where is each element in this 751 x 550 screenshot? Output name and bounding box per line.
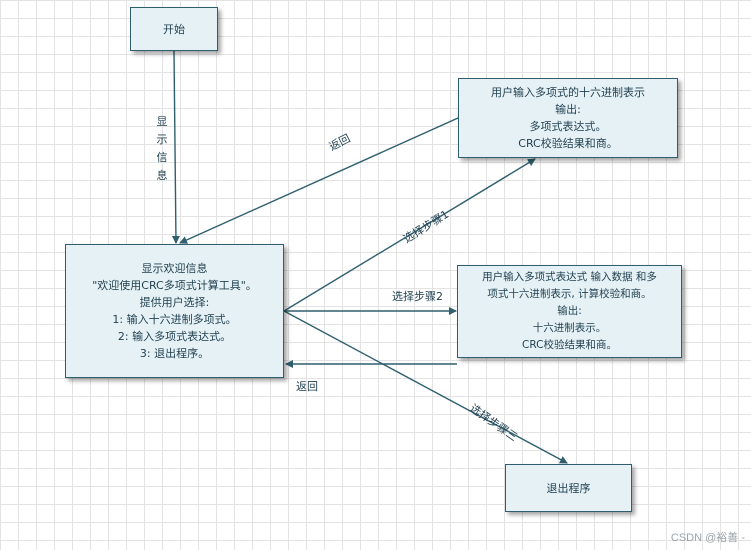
arrow-hex-return-to-welcome: [179, 117, 459, 244]
arrow-start-to-welcome: [171, 50, 180, 244]
arrow-welcome-to-hex: [283, 158, 536, 312]
edge-label-step2: 选择步骤2: [392, 290, 443, 303]
poly-line-2: 项式十六进制表示, 计算校验和商。: [487, 288, 652, 300]
welcome-line-3: 提供用户选择:: [139, 296, 210, 309]
csdn-watermark: CSDN @裕善 -: [670, 532, 745, 544]
poly-line-1: 用户输入多项式表达式 输入数据 和多: [482, 271, 657, 283]
poly-line-3: 输出:: [557, 305, 582, 317]
welcome-line-4: 1: 输入十六进制多项式。: [112, 313, 237, 326]
exit-node: 退出程序: [505, 464, 632, 512]
welcome-line-5: 2: 输入多项式表达式。: [117, 330, 232, 343]
poly-line-5: CRC校验结果和商。: [522, 339, 617, 351]
edge-label-return-poly: 返回: [296, 380, 318, 393]
poly-input-node: 用户输入多项式表达式 输入数据 和多 项式十六进制表示, 计算校验和商。 输出:…: [457, 265, 682, 358]
welcome-node: 显示欢迎信息 "欢迎使用CRC多项式计算工具"。 提供用户选择: 1: 输入十六…: [65, 244, 284, 378]
poly-line-4: 十六进制表示。: [532, 322, 607, 334]
hex-line-4: CRC校验结果和商。: [518, 137, 618, 150]
hex-line-1: 用户输入多项式的十六进制表示: [491, 86, 645, 99]
hex-input-node: 用户输入多项式的十六进制表示 输出: 多项式表达式。 CRC校验结果和商。: [458, 78, 678, 158]
edge-label-show-info: 显示信息: [156, 115, 168, 182]
welcome-line-2: "欢迎使用CRC多项式计算工具"。: [92, 279, 257, 292]
hex-line-3: 多项式表达式。: [529, 120, 607, 133]
arrow-welcome-to-exit: [283, 310, 568, 464]
start-node: 开始: [130, 7, 218, 51]
welcome-line-6: 3: 退出程序。: [139, 347, 210, 360]
welcome-line-1: 显示欢迎信息: [141, 262, 208, 275]
start-node-text: 开始: [163, 22, 185, 36]
exit-node-text: 退出程序: [546, 481, 591, 495]
hex-line-2: 输出:: [555, 103, 581, 116]
